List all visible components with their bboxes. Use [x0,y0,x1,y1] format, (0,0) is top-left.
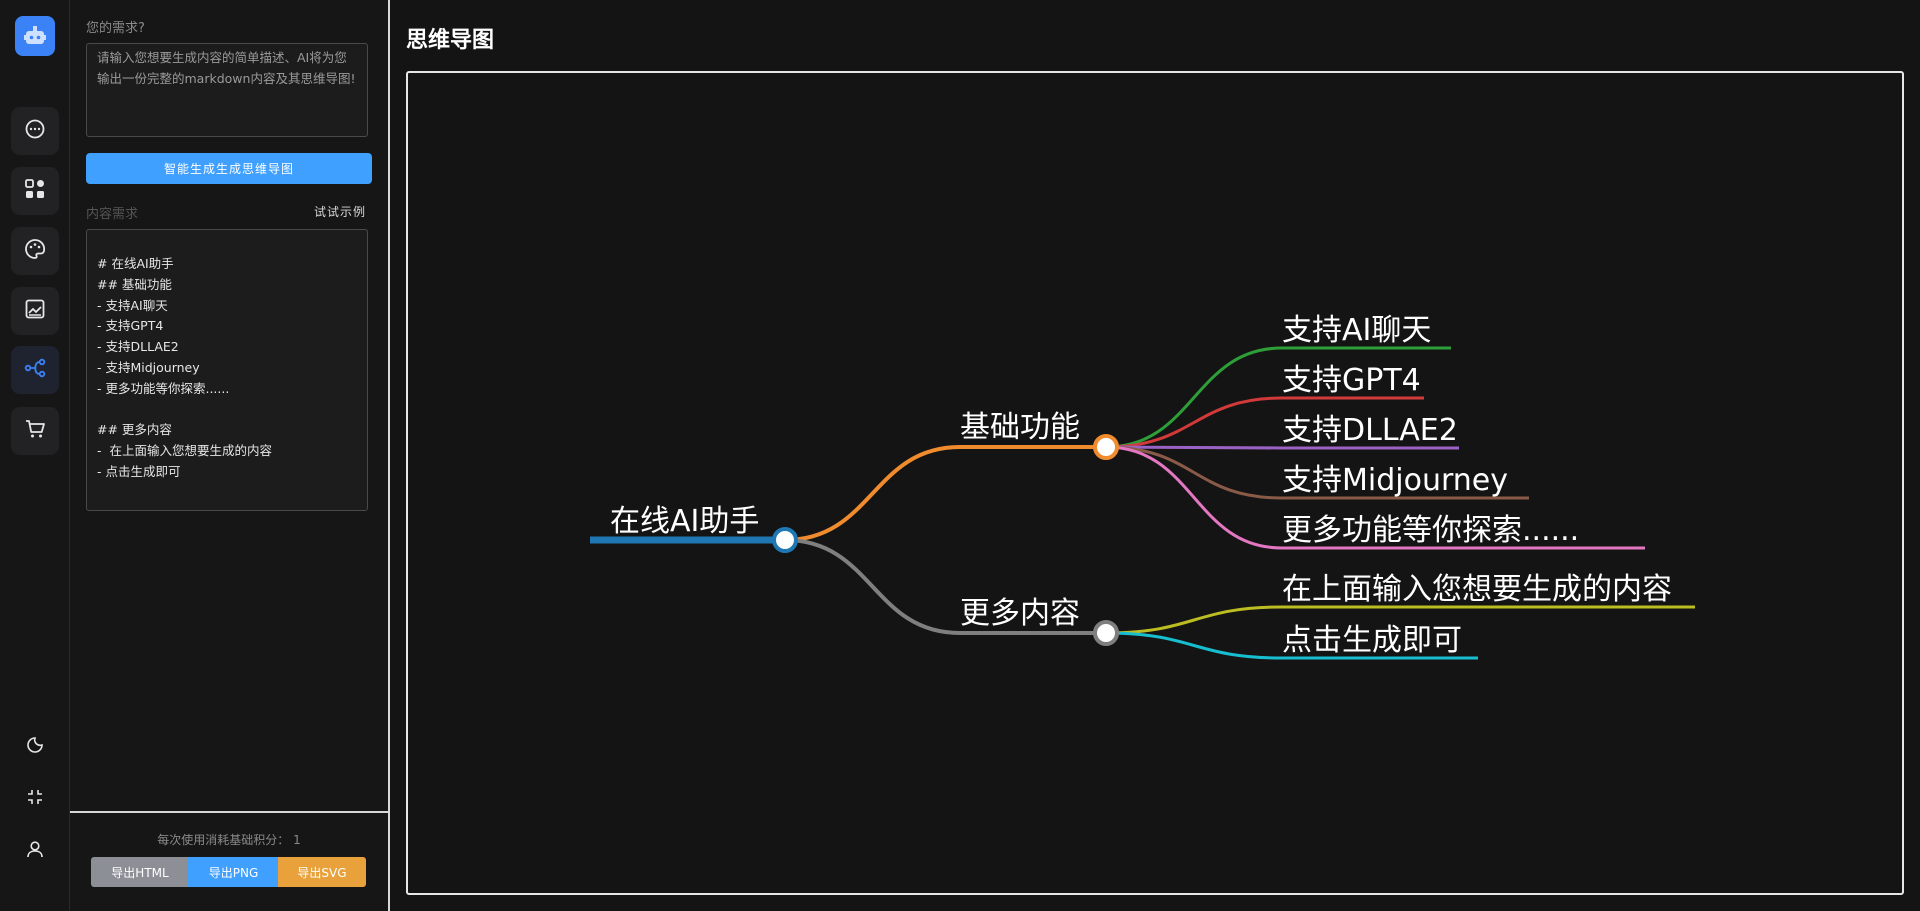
export-html-button[interactable]: 导出HTML [91,857,189,887]
icon-rail [0,0,70,911]
mindmap-leaf-label: 更多功能等你探索...... [1282,513,1579,548]
need-label: 您的需求? [86,21,145,36]
nav-paint-button[interactable] [11,227,59,275]
collapse-icon [26,788,44,810]
child-connector [1105,396,1283,449]
mindmap-leaf-label: 点击生成即可 [1282,623,1462,658]
image-icon [24,298,46,324]
mindmap-branch-label: 更多内容 [960,596,1080,631]
user-icon [26,840,44,862]
mindmap-branch-label: 基础功能 [960,410,1080,445]
nav-mindmap-button[interactable] [11,346,59,394]
mindmap-icon [24,357,46,383]
child-connector [1105,445,1283,500]
child-connector [1105,631,1283,660]
mindmap-leaf-label: 支持DLLAE2 [1282,413,1458,448]
nav-shop-button[interactable] [11,407,59,455]
child-connector [1105,445,1283,550]
generate-mindmap-button[interactable]: 智能生成生成思维导图 [86,153,372,184]
theme-toggle-button[interactable] [20,732,50,762]
palette-icon [24,238,46,264]
branch-connector [784,445,961,542]
page-title: 思维导图 [406,28,495,53]
child-connector [1105,605,1283,635]
footer-divider [70,811,388,813]
content-label: 内容需求 [86,207,139,222]
branch-connector [784,538,961,635]
mindmap-leaf-label: 支持GPT4 [1282,363,1421,398]
cart-icon [24,418,46,444]
collapse-button[interactable] [20,784,50,814]
moon-icon [26,736,44,758]
export-png-button[interactable]: 导出PNG [188,857,279,887]
user-button[interactable] [20,836,50,866]
root-node-circle [772,527,798,553]
child-connector [1105,445,1283,450]
child-connector [1105,346,1283,449]
branch-node-circle [1093,620,1119,646]
content-textarea[interactable]: # 在线AI助手 ## 基础功能 - 支持AI聊天 - 支持GPT4 - 支持D… [86,229,368,511]
try-example-link[interactable]: 试试示例 [313,205,366,219]
nav-apps-button[interactable] [11,167,59,215]
nav-chat-button[interactable] [11,107,59,155]
apps-grid-icon [24,178,46,204]
need-textarea[interactable]: 请输入您想要生成内容的简单描述、AI将为您输出一份完整的markdown内容及其… [86,43,368,137]
mindmap-root-label: 在线AI助手 [610,504,759,539]
chat-bubble-icon [24,118,46,144]
mindmap-leaf-label: 支持Midjourney [1282,463,1508,498]
robot-icon[interactable] [15,16,55,56]
mindmap-leaf-label: 在上面输入您想要生成的内容 [1282,572,1672,607]
export-svg-button[interactable]: 导出SVG [278,857,366,887]
mindmap-leaf-label: 支持AI聊天 [1282,313,1431,348]
mindmap-canvas[interactable]: 在线AI助手 基础功能 支持AI聊天支持GPT4 支持DLLAE2 支持Midjourn… [406,71,1904,895]
nav-image-button[interactable] [11,287,59,335]
credits-text: 每次使用消耗基础积分： 1 [157,833,301,847]
branch-node-circle [1093,434,1119,460]
input-panel: 您的需求? 请输入您想要生成内容的简单描述、AI将为您输出一份完整的markdo… [70,0,390,911]
